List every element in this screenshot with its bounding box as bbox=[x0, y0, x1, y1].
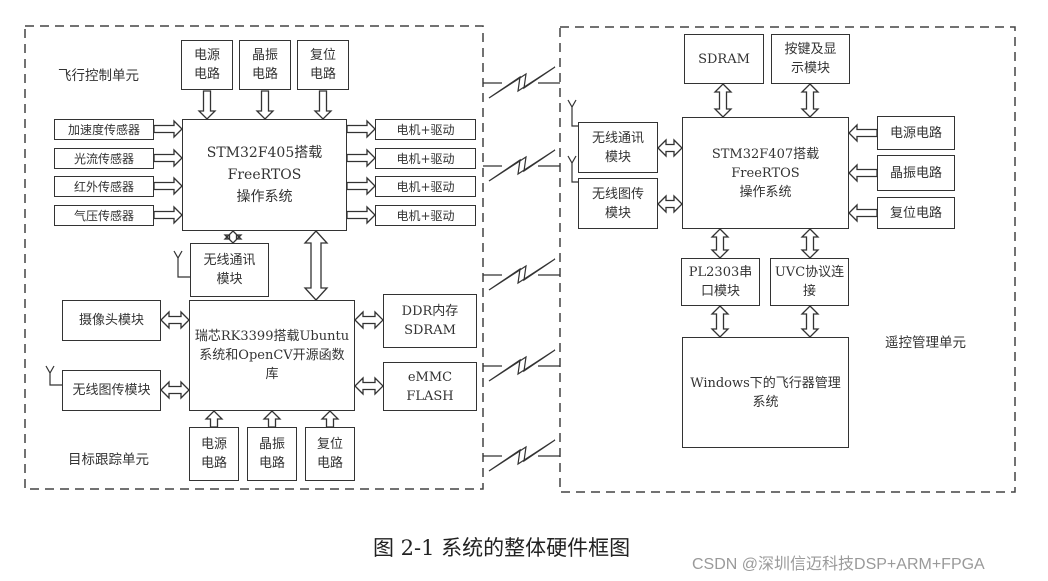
tt-circuit-arrow-3 bbox=[320, 410, 340, 428]
rm-wireless-comm-antenna-icon bbox=[567, 99, 578, 127]
lightning-link-icon-3 bbox=[488, 258, 556, 291]
sensor-infrared-box: 红外传感器 bbox=[54, 176, 154, 197]
rm-wireless-video-module-box: 无线图传 模块 bbox=[578, 178, 658, 229]
tt-power-circuit-box: 电源 电路 bbox=[189, 427, 239, 481]
rm-circuit-arrow-3 bbox=[848, 203, 878, 223]
fc-wireless-arrow bbox=[223, 230, 243, 244]
pl2303-serial-module-box: PL2303串 口模块 bbox=[681, 258, 760, 306]
sensor-barometer-box: 气压传感器 bbox=[54, 205, 154, 226]
motor-arrow-1 bbox=[346, 119, 376, 139]
sensor-arrow-4 bbox=[153, 205, 183, 225]
lightning-link-icon-1 bbox=[488, 66, 556, 99]
sensor-arrow-2 bbox=[153, 148, 183, 168]
rm-circuit-arrow-1 bbox=[848, 123, 878, 143]
flight-control-unit-title: 飞行控制单元 bbox=[58, 68, 139, 84]
motor-driver-box-1: 电机+驱动 bbox=[375, 119, 476, 140]
fc-circuit-arrow-2 bbox=[255, 90, 275, 120]
rm-wireless-video-antenna-icon bbox=[567, 155, 578, 183]
motor-arrow-2 bbox=[346, 148, 376, 168]
emmc-arrow bbox=[354, 376, 384, 396]
tt-circuit-arrow-1 bbox=[204, 410, 224, 428]
tt-reset-circuit-box: 复位 电路 bbox=[305, 427, 355, 481]
sensor-optical-flow-box: 光流传感器 bbox=[54, 148, 154, 169]
tt-circuit-arrow-2 bbox=[262, 410, 282, 428]
fc-wireless-comm-module-box: 无线通讯 模块 bbox=[190, 243, 269, 297]
remote-management-unit-border bbox=[559, 26, 1016, 493]
rm-wireless-comm-arrow bbox=[657, 138, 683, 158]
arrows-group bbox=[153, 83, 878, 428]
uvc-protocol-box: UVC协议连 接 bbox=[770, 258, 849, 306]
sensor-arrow-3 bbox=[153, 176, 183, 196]
lightning-link-icon-2 bbox=[488, 149, 556, 182]
motor-driver-box-4: 电机+驱动 bbox=[375, 205, 476, 226]
rm-crystal-circuit-box: 晶振电路 bbox=[877, 155, 955, 191]
keys-display-arrow bbox=[800, 83, 820, 118]
uvc-arrow bbox=[800, 228, 820, 259]
sensor-accelerometer-box: 加速度传感器 bbox=[54, 119, 154, 140]
pl2303-windows-arrow bbox=[710, 305, 730, 338]
rm-power-circuit-box: 电源电路 bbox=[877, 116, 955, 150]
motor-driver-box-3: 电机+驱动 bbox=[375, 176, 476, 197]
fc-circuit-arrow-3 bbox=[313, 90, 333, 120]
lightning-link-icon-4 bbox=[488, 349, 556, 382]
camera-arrow bbox=[160, 310, 190, 330]
fc-circuit-arrow-1 bbox=[197, 90, 217, 120]
tt-wireless-antenna-icon bbox=[45, 365, 62, 386]
fc-power-circuit-box: 电源 电路 bbox=[181, 40, 233, 90]
ddr-arrow bbox=[354, 310, 384, 330]
rm-wireless-video-arrow bbox=[657, 194, 683, 214]
rm-reset-circuit-box: 复位电路 bbox=[877, 197, 955, 229]
camera-module-box: 摄像头模块 bbox=[62, 300, 161, 341]
fc-crystal-circuit-box: 晶振 电路 bbox=[239, 40, 291, 90]
windows-management-system-box: Windows下的飞行器管理 系统 bbox=[682, 337, 849, 448]
stm32f405-mcu-box: STM32F405搭载 FreeRTOS 操作系统 bbox=[182, 119, 347, 231]
rk3399-soc-box: 瑞芯RK3399搭载Ubuntu 系统和OpenCV开源函数 库 bbox=[189, 300, 355, 411]
tt-crystal-circuit-box: 晶振 电路 bbox=[247, 427, 297, 481]
antennas-group bbox=[45, 99, 578, 386]
remote-management-unit-title: 遥控管理单元 bbox=[885, 335, 966, 351]
flight-tracking-unit-border bbox=[24, 25, 484, 490]
motor-arrow-4 bbox=[346, 205, 376, 225]
emmc-flash-box: eMMC FLASH bbox=[383, 362, 477, 411]
ddr-sdram-box: DDR内存 SDRAM bbox=[383, 294, 477, 348]
pl2303-arrow bbox=[710, 228, 730, 259]
target-tracking-unit-title: 目标跟踪单元 bbox=[68, 452, 149, 468]
wireless-links-group bbox=[483, 66, 560, 472]
keys-display-module-box: 按键及显 示模块 bbox=[771, 34, 850, 84]
fc-reset-circuit-box: 复位 电路 bbox=[297, 40, 349, 90]
rm-wireless-comm-module-box: 无线通讯 模块 bbox=[578, 122, 658, 173]
motor-driver-box-2: 电机+驱动 bbox=[375, 148, 476, 169]
fc-wireless-antenna-icon bbox=[173, 250, 190, 278]
lightning-link-icon-5 bbox=[488, 439, 556, 472]
sensor-arrow-1 bbox=[153, 119, 183, 139]
rm-sdram-arrow bbox=[713, 83, 733, 118]
rm-sdram-box: SDRAM bbox=[684, 34, 764, 84]
figure-caption: 图 2-1 系统的整体硬件框图 bbox=[373, 536, 631, 560]
rm-circuit-arrow-2 bbox=[848, 163, 878, 183]
watermark: CSDN @深圳信迈科技DSP+ARM+FPGA bbox=[692, 556, 985, 573]
tt-wireless-video-arrow bbox=[160, 380, 190, 400]
tt-wireless-video-module-box: 无线图传模块 bbox=[62, 370, 161, 411]
uvc-windows-arrow bbox=[800, 305, 820, 338]
stm32f407-mcu-box: STM32F407搭载FreeRTOS 操作系统 bbox=[682, 117, 849, 229]
motor-arrow-3 bbox=[346, 176, 376, 196]
fc-rk3399-arrow bbox=[303, 230, 329, 301]
